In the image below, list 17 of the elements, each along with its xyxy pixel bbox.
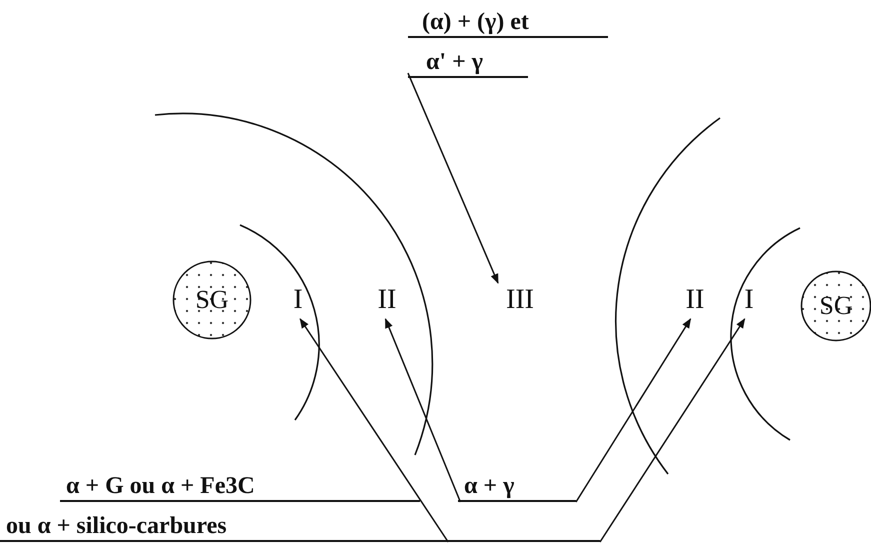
phase-label: α' + γ	[408, 48, 528, 78]
leader-line	[407, 72, 499, 284]
leader-line	[300, 318, 449, 542]
zone-numeral: III	[498, 283, 542, 319]
leader-line	[575, 318, 692, 502]
graphite-nodule: SG	[800, 270, 871, 342]
zone-numeral: II	[680, 283, 710, 319]
leader-line	[384, 318, 462, 502]
phase-label: ou α + silico-carbures	[0, 512, 600, 542]
zone-numeral: II	[372, 283, 402, 319]
leader-line	[599, 318, 746, 542]
zone-numeral: I	[287, 283, 309, 319]
phase-label: α + G ou α + Fe3C	[60, 472, 420, 502]
zone-numeral: I	[738, 283, 760, 319]
graphite-nodule: SG	[172, 260, 252, 340]
phase-label: (α) + (γ) et	[408, 8, 608, 38]
phase-label: α + γ	[458, 472, 576, 502]
